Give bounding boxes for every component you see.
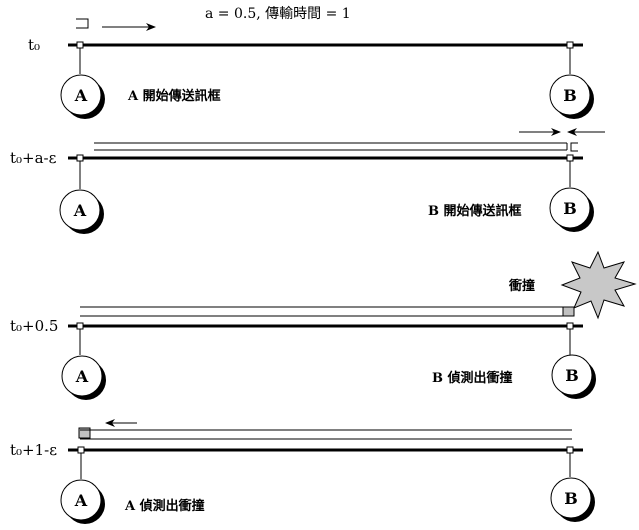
bus-tap-a xyxy=(76,322,84,330)
station-a xyxy=(60,479,102,521)
bus-tap-b xyxy=(566,41,574,49)
station-a-label: A xyxy=(74,491,88,510)
time-label: t₀ xyxy=(28,36,40,54)
panel-t0-plus-1-minus-eps: t₀+1-ε A B A 偵測出衝撞 xyxy=(10,419,595,524)
station-b-label: B xyxy=(565,366,579,385)
panel-t0-plus-a-minus-eps: t₀+a-ε A B B 開始傳送訊框 xyxy=(10,128,605,234)
frame-start-marker xyxy=(76,18,89,29)
bus-tap-b xyxy=(566,154,574,162)
station-a-label: A xyxy=(73,201,87,220)
station-b-label: B xyxy=(563,86,577,105)
time-label: t₀+1-ε xyxy=(10,441,57,459)
station-b xyxy=(550,477,592,519)
panel-caption: A 偵測出衝撞 xyxy=(124,498,205,514)
frame-b-start-marker xyxy=(570,142,578,152)
collision-marker xyxy=(562,306,575,317)
panel-t0: t₀ A B A 開始傳送訊框 xyxy=(28,18,594,119)
header-title: a = 0.5, 傳輸時間 = 1 xyxy=(205,6,351,22)
collision-burst-icon xyxy=(560,250,637,320)
panel-caption: B 開始傳送訊框 xyxy=(428,203,522,219)
station-a-label: A xyxy=(75,367,89,386)
station-a xyxy=(59,189,101,231)
station-b xyxy=(549,74,591,116)
bus-tap-b xyxy=(566,446,574,454)
panel-caption: B 偵測出衝撞 xyxy=(432,370,513,386)
collision-marker xyxy=(78,427,91,439)
station-a xyxy=(61,355,103,397)
time-label: t₀+a-ε xyxy=(10,149,57,167)
station-b xyxy=(551,354,593,396)
station-b-label: B xyxy=(563,199,577,218)
panel-t0-plus-half: t₀+0.5 衝撞 A B B 偵測出衝撞 xyxy=(10,250,637,400)
bus-tap-a xyxy=(76,41,84,49)
station-b-label: B xyxy=(564,489,578,508)
bus-tap-a xyxy=(76,154,84,162)
station-b xyxy=(549,187,591,229)
bus-tap-b xyxy=(566,322,574,330)
bus-tap-a xyxy=(77,446,85,454)
time-label: t₀+0.5 xyxy=(10,317,58,335)
station-a-label: A xyxy=(74,86,88,105)
panel-caption: A 開始傳送訊框 xyxy=(127,88,221,104)
collision-label: 衝撞 xyxy=(508,278,535,294)
station-a xyxy=(60,74,102,116)
